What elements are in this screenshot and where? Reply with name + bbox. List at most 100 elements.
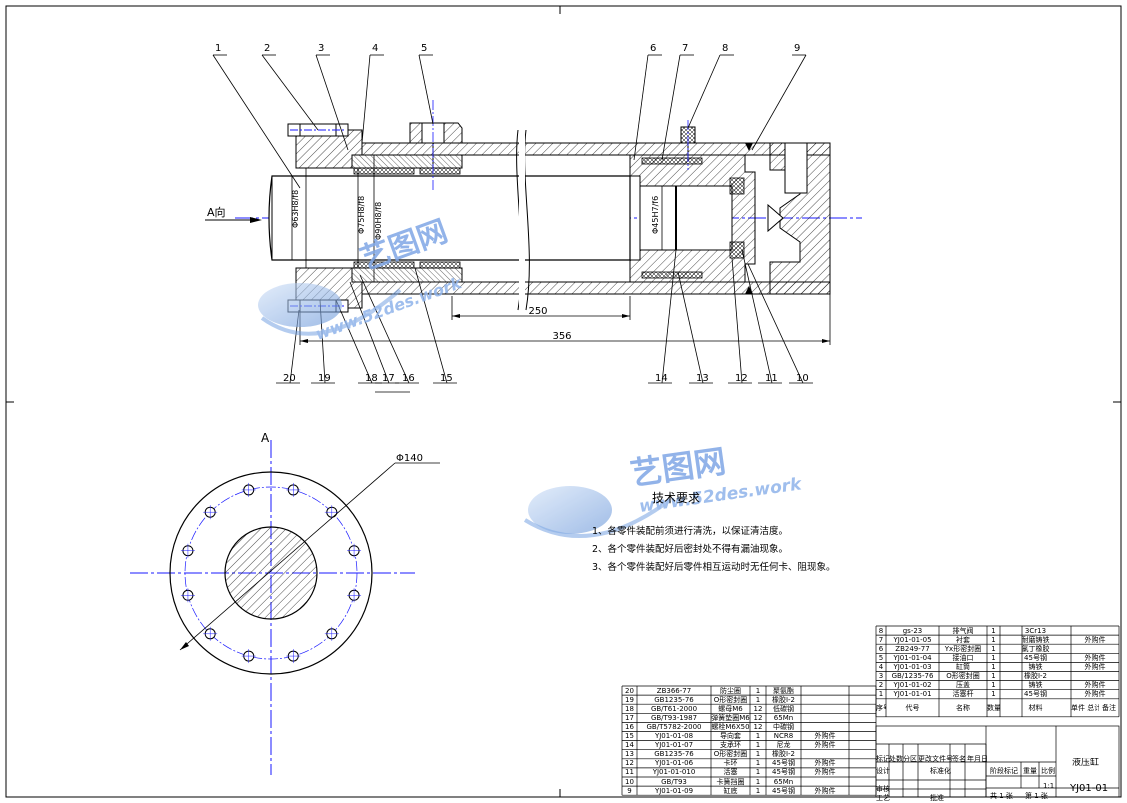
dim-length-250: 250 (528, 306, 547, 317)
callout-bottom-18: 18 (365, 373, 378, 384)
bom-right-mat: 橡胶I-2 (1023, 672, 1048, 680)
bom-right-name: 压盖 (956, 681, 970, 690)
bom-left-note: 外购件 (814, 759, 836, 768)
bom-right-no: 5 (878, 653, 884, 662)
title-block-sheets-total: 共 1 张 (990, 792, 1013, 800)
bom-left-no: 14 (625, 741, 634, 750)
bom-right-note: 外购件 (1084, 690, 1106, 699)
bom-left-qty: 1 (755, 768, 761, 777)
bom-right-name: 衬套 (956, 635, 970, 644)
bom-left-mat: NCR8 (773, 732, 794, 740)
bom-left-code: ZB366-77 (656, 686, 692, 695)
barrel-upper-wall (361, 142, 831, 156)
bom-right-mat: 氯丁橡胶 (1021, 644, 1050, 653)
bom-left-name: 螺栓M6X50 (711, 722, 750, 731)
role-design: 设计 (876, 767, 890, 775)
dim-dia-45: Φ45H7/f6 (651, 196, 660, 234)
dim-pcd-140: Φ140 (396, 453, 423, 464)
bom-left-mat: 65Mn (773, 713, 794, 722)
bom-left-code: GB1235-76 (654, 695, 694, 704)
bom-left-name: 卡簧挡圈 (716, 777, 745, 786)
bom-left-name: O形密封圈 (713, 695, 748, 704)
bom-right-no: 7 (878, 635, 884, 644)
bom-header-5: 单件 总计 重量 (1071, 703, 1099, 712)
callout-top-9: 9 (794, 43, 800, 54)
bom-right-no: 1 (878, 690, 884, 699)
bom-left-mat: 65Mn (773, 777, 794, 786)
technical-requirements: 技术要求 1、各零件装配前须进行清洗，以保证清洁度。 2、各个零件装配好后密封处… (592, 491, 836, 573)
piston-seal-upper (641, 157, 703, 165)
tech-item-2: 2、各个零件装配好后密封处不得有漏油现象。 (592, 543, 788, 555)
bom-right-qty: 1 (991, 690, 996, 699)
bom-right-qty: 1 (991, 644, 996, 653)
bom-right-no: 4 (878, 662, 884, 671)
bom-right-no: 6 (878, 644, 884, 653)
bom-left-qty: 1 (755, 741, 761, 750)
bom-right-mat: 3Cr13 (1024, 626, 1047, 635)
bom-header-1: 代号 (905, 703, 920, 712)
bom-left-no: 20 (625, 686, 634, 695)
callout-bottom-17: 17 (382, 373, 395, 384)
bom-left-no: 9 (627, 786, 632, 795)
bom-left-no: 18 (625, 704, 634, 713)
bom-left-name: 导向套 (720, 732, 741, 740)
bom-left-qty: 1 (755, 686, 761, 695)
bom-right-note: 外购件 (1084, 635, 1106, 644)
bom-left-no: 12 (625, 759, 634, 768)
callout-bottom-15: 15 (440, 373, 453, 384)
bolt-circle (184, 486, 358, 660)
bom-right-no: 8 (878, 626, 884, 635)
callout-top-1: 1 (215, 43, 221, 54)
bom-left-note: 外购件 (814, 768, 836, 777)
bom-right-mat: 铸铁 (1028, 681, 1043, 690)
bom-left-name: 支承环 (720, 741, 741, 750)
bom-left-code: GB/T93-1987 (650, 713, 698, 722)
dim-dia-75: Φ75H8/f8 (357, 196, 366, 234)
callout-top-7: 7 (682, 43, 688, 54)
title-block-scale: 1:1 (1043, 782, 1055, 790)
bom-left-qty: 1 (755, 759, 761, 768)
callout-top-8: 8 (722, 43, 728, 54)
sign-header-4: 签名 (952, 755, 966, 763)
flange-outline (169, 471, 373, 675)
bom-header-2: 名称 (956, 703, 970, 712)
callout-top-3: 3 (318, 43, 324, 54)
retaining-ring-upper (729, 177, 745, 195)
sign-header-2: 分区 (903, 755, 917, 763)
dimension-lines (291, 155, 831, 345)
seal-upper-a (353, 167, 415, 175)
bom-left-code: YJ01-01-06 (654, 759, 694, 768)
bom-right-qty: 1 (991, 681, 996, 690)
bom-right-mat: 45号钢 (1024, 690, 1047, 699)
piston-bore (639, 185, 733, 251)
bom-left-no: 19 (625, 695, 634, 704)
retaining-ring-lower (729, 241, 745, 259)
sheet-border (5, 5, 1122, 798)
bom-right-code: ZB249-77 (895, 644, 930, 653)
bom-right-note: 外购件 (1084, 681, 1106, 690)
bom-left-code: GB1235-76 (654, 750, 694, 759)
bom-left-mat: 低碳钢 (773, 704, 794, 713)
bom-left-code: YJ01-01-08 (654, 732, 694, 740)
bom-right-code: YJ01-01-03 (893, 662, 932, 671)
sign-header-5: 年月日 (967, 755, 988, 763)
bom-right-code: YJ01-01-02 (893, 681, 932, 690)
role-standard: 标准化 (930, 767, 951, 775)
bom-right-name: 缸筒 (956, 662, 970, 671)
bom-left-qty: 1 (755, 732, 761, 740)
callout-top-2: 2 (264, 43, 270, 54)
bom-right-name: 活塞杆 (952, 690, 974, 699)
bom-right-mat: 铸铁 (1028, 662, 1043, 671)
callout-top-4: 4 (372, 43, 378, 54)
seal-lower-b (419, 261, 461, 269)
bom-right-no: 3 (878, 672, 884, 680)
bom-left-name: 缸底 (723, 786, 738, 795)
bom-right-name: Yx形密封圈 (944, 644, 982, 653)
bom-right-mat: 耐磨铸铁 (1021, 635, 1050, 644)
bom-right-note: 外购件 (1084, 662, 1106, 671)
callout-bottom-20: 20 (283, 373, 296, 384)
bom-left-name: O形密封圈 (713, 750, 748, 759)
bom-left-qty: 1 (755, 695, 761, 704)
